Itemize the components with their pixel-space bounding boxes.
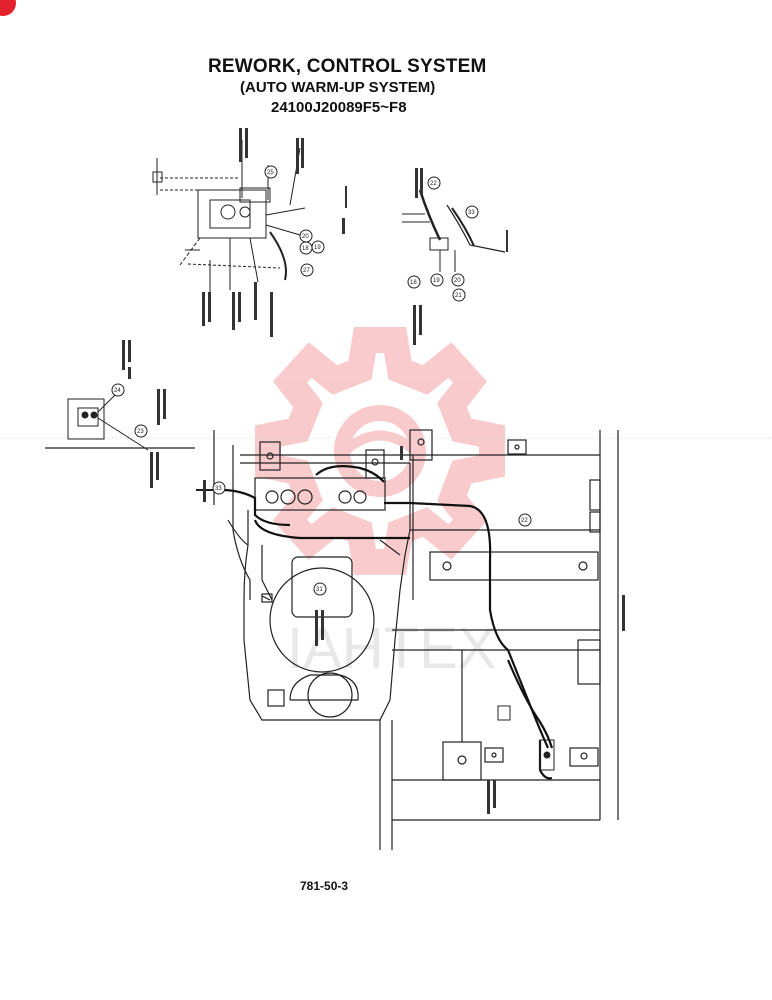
document-title: REWORK, CONTROL SYSTEM xyxy=(208,56,487,77)
main-hoses xyxy=(221,465,554,780)
callout-27: 27 xyxy=(303,268,310,274)
callout-24: 24 xyxy=(114,388,121,394)
callout-18: 18 xyxy=(302,246,309,252)
callout-21: 21 xyxy=(455,293,462,299)
detail-switch-notes xyxy=(122,340,166,488)
serial-range: 24100J20089F5~F8 xyxy=(271,99,407,116)
callout-33b: 33 xyxy=(215,486,222,492)
callout-20b: 20 xyxy=(454,278,461,284)
callout-22b: 22 xyxy=(521,518,528,524)
document-subtitle: (AUTO WARM-UP SYSTEM) xyxy=(240,79,436,96)
callout-33: 33 xyxy=(468,210,475,216)
callout-31: 31 xyxy=(316,587,323,593)
callout-22: 22 xyxy=(430,181,437,187)
detail-switch-callouts: 24 23 xyxy=(111,383,148,438)
main-frame-drawing xyxy=(45,429,619,850)
detail-valve-notes xyxy=(202,128,347,337)
main-lower-fittings xyxy=(497,705,555,771)
detail-switch xyxy=(67,391,149,451)
callout-18b: 18 xyxy=(410,280,417,286)
detail-view-c-notes xyxy=(413,168,508,345)
callout-20: 20 xyxy=(302,234,309,240)
callout-19: 19 xyxy=(314,245,321,251)
main-notes xyxy=(203,446,625,814)
detail-view-c-callouts: 22 33 18 19 20 21 xyxy=(407,176,479,302)
watermark-text: IAHTEX xyxy=(287,616,497,681)
corner-badge xyxy=(0,0,16,16)
detail-valve-assembly xyxy=(152,140,306,300)
callout-23: 23 xyxy=(137,429,144,435)
main-callouts: 33 31 22 xyxy=(212,481,532,596)
detail-valve-callouts: 25 20 19 18 27 xyxy=(264,165,325,277)
callout-19b: 19 xyxy=(433,278,440,284)
detail-view-c xyxy=(402,189,506,272)
callout-25: 25 xyxy=(267,170,274,176)
watermark-gear-icon xyxy=(255,327,505,575)
page-number: 781-50-3 xyxy=(300,879,349,893)
